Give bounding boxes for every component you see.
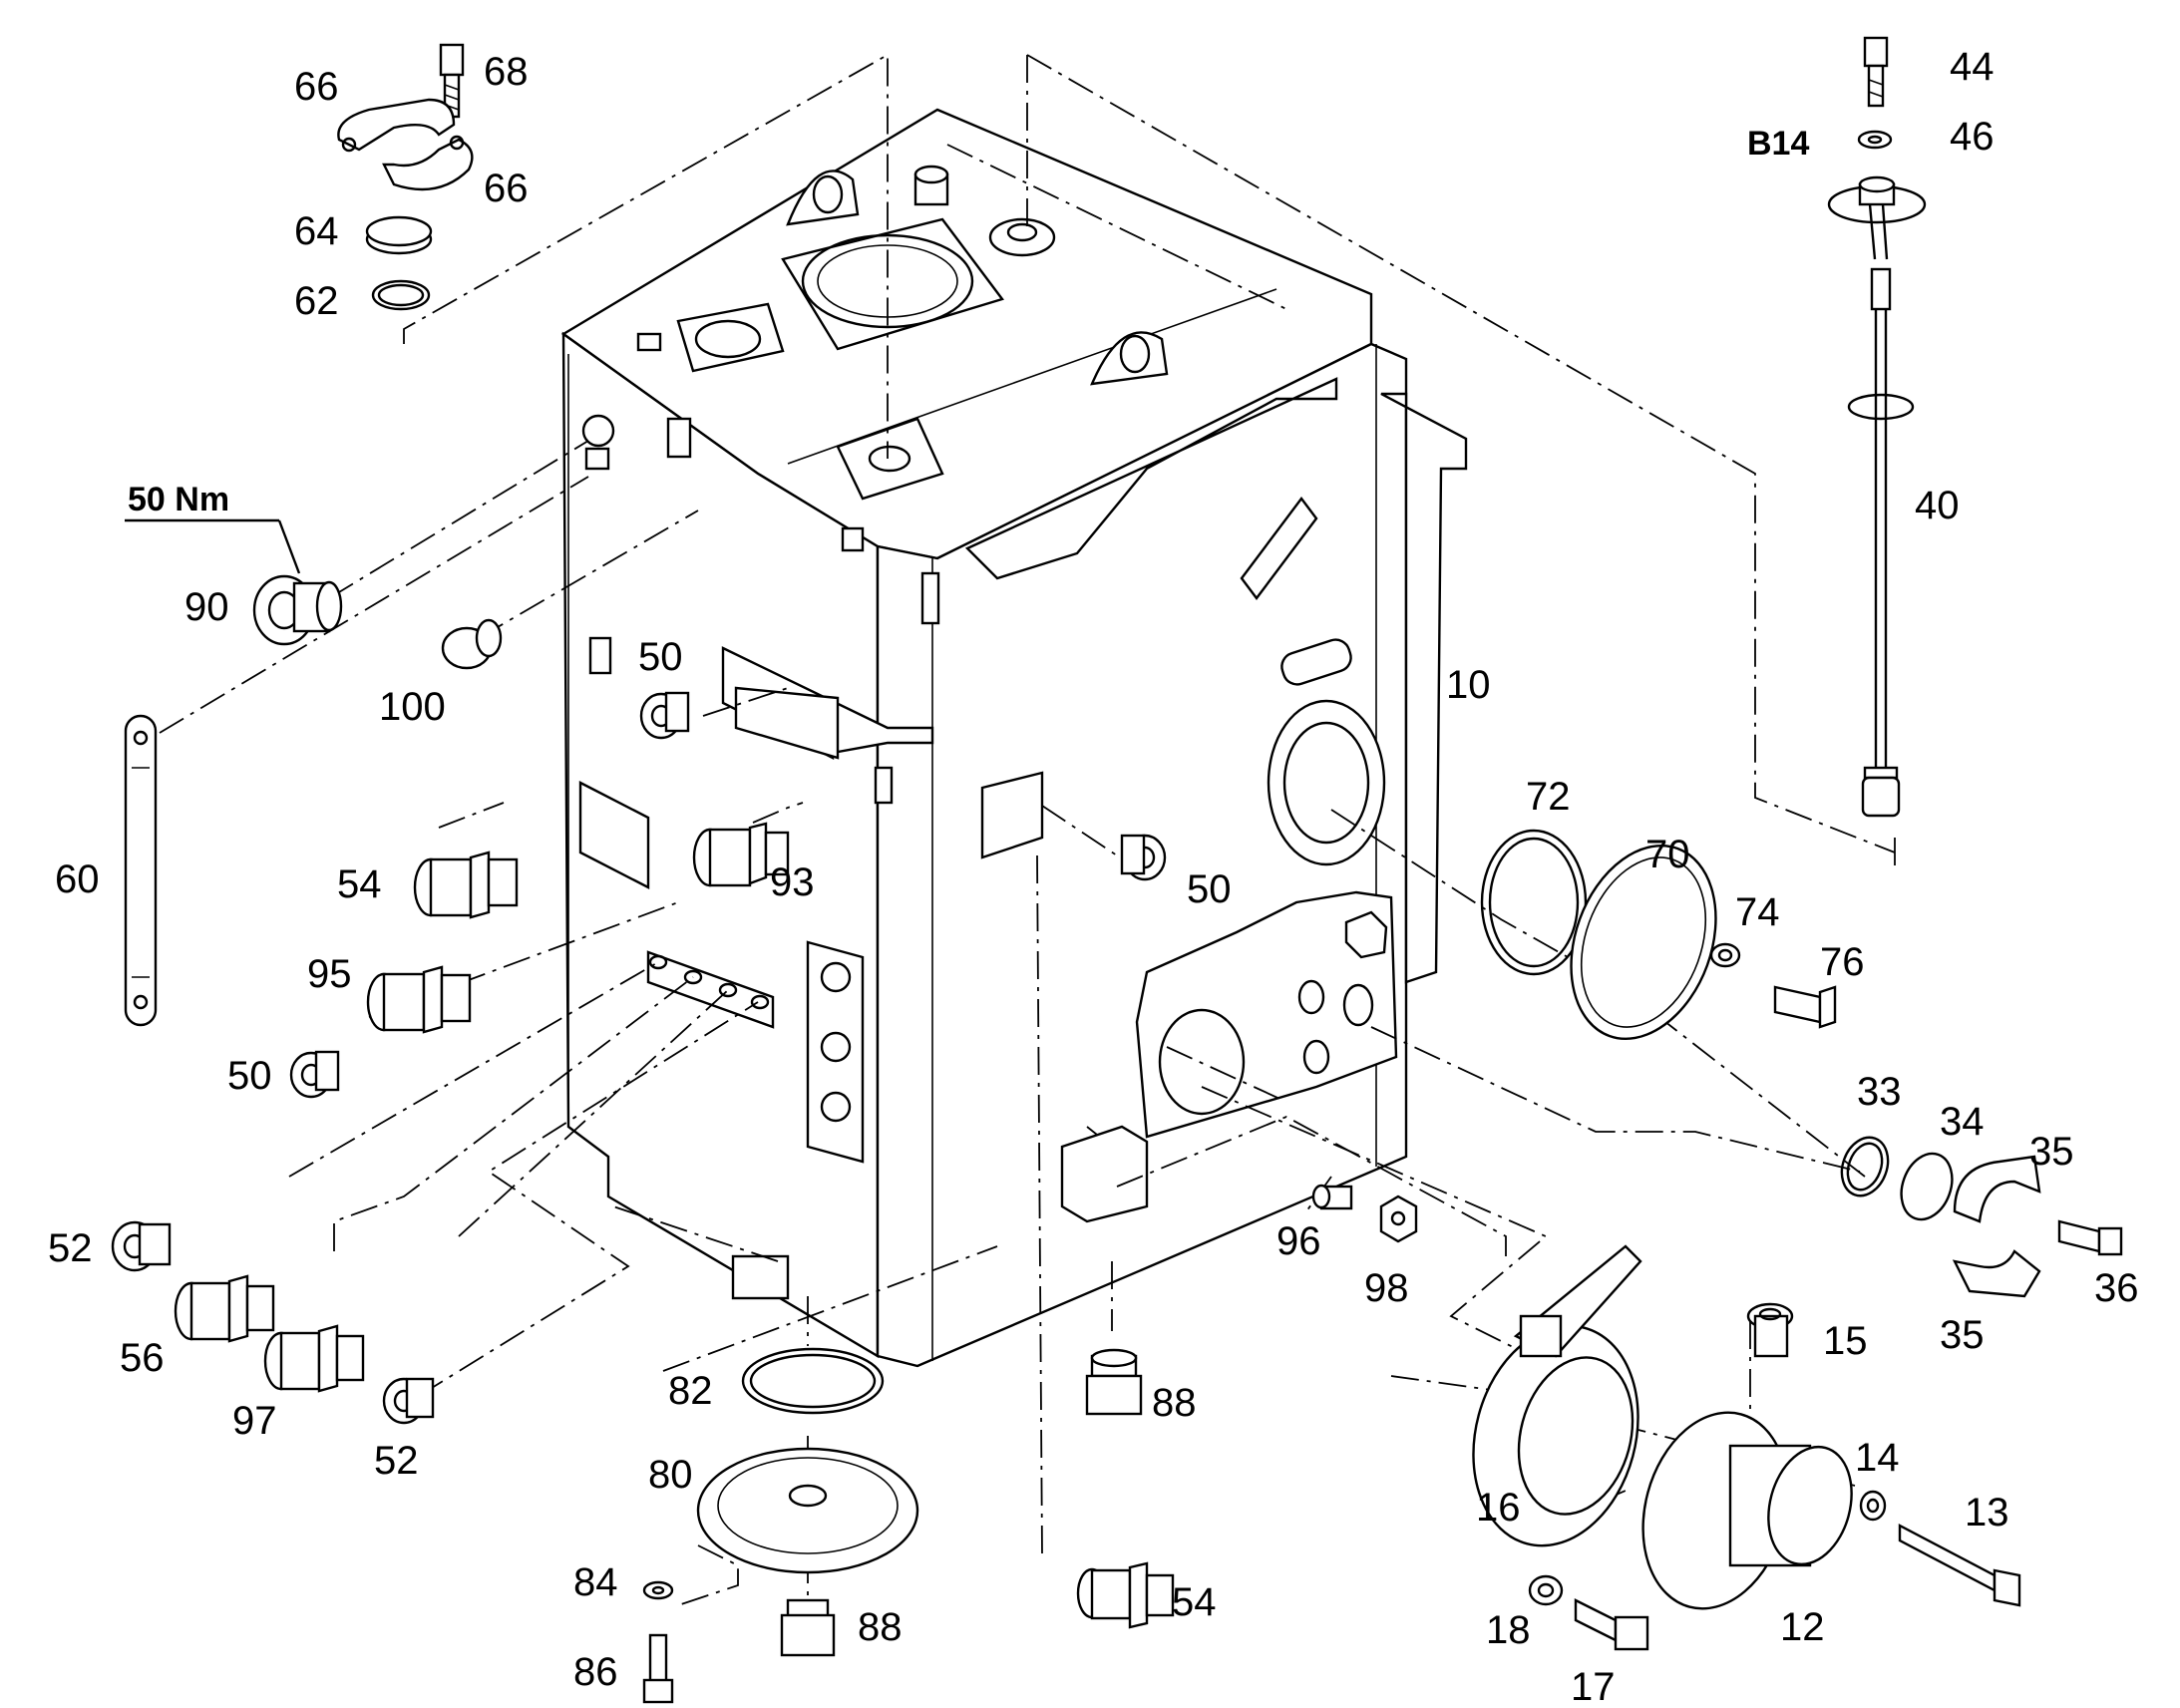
- callout-100: 100: [379, 685, 446, 729]
- callout-36: 36: [2094, 1266, 2139, 1310]
- part-98-nut: [1379, 1195, 1418, 1243]
- part-50-plug-a: [639, 691, 690, 740]
- callout-50: 50: [227, 1054, 272, 1098]
- callout-95: 95: [307, 952, 352, 996]
- callout-15: 15: [1823, 1319, 1868, 1363]
- callout-35: 35: [2029, 1130, 2074, 1174]
- part-56-fitting: [174, 1274, 275, 1343]
- part-52-plug-b: [382, 1377, 435, 1425]
- part-80-cover: [696, 1447, 919, 1574]
- part-46-washer: [1857, 130, 1893, 150]
- part-66-clamp: [337, 98, 474, 191]
- callout-68: 68: [484, 50, 529, 94]
- part-50-plug-c: [289, 1050, 340, 1099]
- part-50-plug-b: [1120, 834, 1167, 881]
- callout-52: 52: [48, 1226, 93, 1270]
- part-93-fitting: [692, 822, 790, 887]
- callout-93: 93: [770, 860, 815, 904]
- part-88-plug-b: [780, 1598, 836, 1657]
- callout-97: 97: [232, 1399, 277, 1443]
- callout-74: 74: [1735, 890, 1780, 934]
- part-33-o-ring: [1840, 1136, 1890, 1197]
- part-40-dipstick: [1827, 175, 1927, 818]
- callout-70: 70: [1645, 833, 1690, 876]
- part-95-fitting: [366, 965, 472, 1034]
- callout-10: 10: [1446, 663, 1491, 707]
- callout-46: 46: [1950, 115, 1995, 159]
- part-12-flange: [1641, 1411, 1853, 1610]
- callout-labels: 66 68 66 64 62 44 46 B14 40 50 Nm 90 100…: [48, 45, 2139, 1708]
- part-52-plug-a: [111, 1220, 172, 1272]
- callout-33: 33: [1857, 1070, 1902, 1114]
- callout-62: 62: [294, 279, 339, 323]
- part-62-o-ring: [371, 279, 431, 311]
- part-44-screw: [1863, 36, 1889, 108]
- part-54-fitting-a: [413, 851, 519, 919]
- callout-56: 56: [120, 1336, 165, 1380]
- part-97-fitting: [263, 1324, 365, 1393]
- part-76-screw: [1773, 985, 1837, 1029]
- part-16-valve: [1472, 1244, 1642, 1547]
- callout-35: 35: [1940, 1313, 1985, 1357]
- part-74-washer: [1709, 942, 1741, 968]
- callout-88: 88: [1152, 1381, 1197, 1425]
- callout-88: 88: [858, 1605, 903, 1649]
- callout-66: 66: [484, 167, 529, 210]
- part-100-cap: [441, 618, 503, 670]
- part-60-sight-glass: [124, 714, 158, 1027]
- callout-16: 16: [1476, 1486, 1521, 1530]
- part-17-screw: [1574, 1598, 1649, 1651]
- callout-18: 18: [1486, 1608, 1531, 1652]
- callout-40: 40: [1915, 484, 1960, 527]
- torque-leader: [277, 519, 301, 574]
- part-18-washer: [1528, 1574, 1564, 1606]
- callout-64: 64: [294, 209, 339, 253]
- part-86-screw: [642, 1633, 674, 1704]
- part-88-plug-a: [1085, 1348, 1143, 1416]
- callout-44: 44: [1950, 45, 1995, 89]
- callout-86: 86: [573, 1650, 618, 1694]
- part-35-clamp-b: [1952, 1249, 2041, 1298]
- part-84-washer: [642, 1580, 674, 1600]
- part-90-plug: [252, 574, 343, 646]
- callout-82: 82: [668, 1369, 713, 1413]
- callout-b14: B14: [1747, 125, 1809, 163]
- callout-50: 50: [638, 635, 683, 679]
- torque-label: 50 Nm: [128, 481, 229, 518]
- callout-50: 50: [1187, 867, 1232, 911]
- callout-72: 72: [1526, 775, 1571, 819]
- part-54-fitting-b: [1076, 1561, 1175, 1629]
- part-35-clamp-a: [1953, 1155, 2041, 1223]
- callout-98: 98: [1364, 1266, 1409, 1310]
- part-34-disc: [1900, 1152, 1954, 1221]
- part-82-o-ring: [741, 1347, 885, 1415]
- callout-96: 96: [1276, 1219, 1321, 1263]
- part-70-cover: [1570, 844, 1717, 1041]
- callout-84: 84: [573, 1560, 618, 1604]
- callout-13: 13: [1965, 1491, 2009, 1535]
- part-96-plug: [1311, 1184, 1353, 1210]
- callout-17: 17: [1571, 1665, 1616, 1708]
- callout-12: 12: [1780, 1605, 1825, 1649]
- callout-54: 54: [337, 862, 382, 906]
- callout-54: 54: [1172, 1580, 1217, 1624]
- callout-80: 80: [648, 1453, 693, 1497]
- callout-34: 34: [1940, 1100, 1985, 1144]
- callout-60: 60: [55, 857, 100, 901]
- part-64-disc: [365, 215, 433, 255]
- callout-52: 52: [374, 1439, 419, 1483]
- part-13-bolt: [1898, 1524, 2021, 1607]
- callout-66: 66: [294, 65, 339, 109]
- callout-76: 76: [1820, 940, 1865, 984]
- part-15-plug: [1746, 1302, 1794, 1358]
- callout-90: 90: [184, 585, 229, 629]
- part-36-screw: [2057, 1219, 2123, 1256]
- part-72-o-ring: [1480, 829, 1588, 976]
- part-14-washer: [1859, 1490, 1887, 1522]
- callout-14: 14: [1855, 1436, 1900, 1480]
